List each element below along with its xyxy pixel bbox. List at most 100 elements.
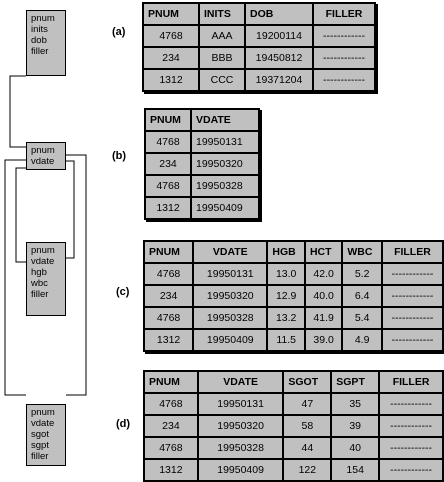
- connector-b-c: [66, 160, 75, 259]
- table-cell: 40: [331, 437, 380, 459]
- column-header: FILLER: [313, 3, 375, 25]
- table-row: 234 19950320 12.9 40.0 6.4 ------------: [144, 285, 443, 307]
- column-header: PNUM: [144, 241, 194, 263]
- table-cell: 122: [283, 459, 332, 481]
- entity-field: sgot: [31, 429, 49, 440]
- table-cell: 19950328: [197, 437, 284, 459]
- table-cell: 39.0: [304, 329, 343, 351]
- table-a-patient: PNUM INITS DOB FILLER 4768 AAA 19200114 …: [142, 2, 376, 92]
- entity-field: vdate: [31, 156, 55, 167]
- table-cell: 40.0: [304, 285, 343, 307]
- table-row: 4768 19950328 44 40 ------------: [144, 437, 443, 459]
- table-cell: 1312: [144, 459, 198, 481]
- table-cell: 19950320: [197, 415, 284, 437]
- entity-field: sgpt: [31, 440, 49, 451]
- table-cell: CCC: [199, 69, 245, 91]
- table-row: 4768 19950328 13.2 41.9 5.4 ------------: [144, 307, 443, 329]
- table-cell: 13.0: [267, 263, 305, 285]
- table-cell: 1312: [143, 69, 199, 91]
- column-header: FILLER: [381, 241, 443, 263]
- column-header: PNUM: [145, 109, 191, 131]
- table-cell: 4768: [145, 131, 191, 153]
- column-header: DOB: [245, 3, 313, 25]
- table-b-visit: PNUM VDATE 4768 19950131 234 19950320 47…: [144, 108, 260, 220]
- table-cell: 19950328: [191, 175, 259, 197]
- table-cell: 19950131: [197, 393, 284, 415]
- table-cell: 35: [331, 393, 380, 415]
- table-row: 4768 19950131: [145, 131, 259, 153]
- column-header: HCT: [304, 241, 343, 263]
- table-cell: 47: [283, 393, 332, 415]
- table-row: 4768 19950328: [145, 175, 259, 197]
- table-cell: 4768: [144, 307, 194, 329]
- table-cell: 4768: [144, 393, 198, 415]
- table-row: 4768 19950131 47 35 ------------: [144, 393, 443, 415]
- table-header-row: PNUM INITS DOB FILLER: [143, 3, 375, 25]
- table-cell: 12.9: [267, 285, 305, 307]
- entity-field: vdate: [31, 256, 55, 267]
- entity-field: filler: [31, 46, 49, 57]
- table-cell: 19371204: [245, 69, 313, 91]
- table-row: 1312 CCC 19371204 ------------: [143, 69, 375, 91]
- entity-box-patient: pnum inits dob filler: [26, 10, 66, 76]
- table-cell: 19950409: [193, 329, 268, 351]
- table-label-a: (a): [112, 26, 126, 38]
- table-cell: AAA: [199, 25, 245, 47]
- table-cell: 19950409: [197, 459, 284, 481]
- column-header: PNUM: [143, 3, 199, 25]
- table-cell: 234: [145, 153, 191, 175]
- entity-box-visit: pnum vdate: [26, 142, 66, 170]
- entity-field: pnum: [31, 145, 55, 156]
- table-cell: ------------: [381, 307, 443, 329]
- entity-field: inits: [31, 24, 48, 35]
- table-cell: 234: [144, 285, 194, 307]
- table-cell: 154: [331, 459, 380, 481]
- column-header: PNUM: [144, 371, 198, 393]
- table-cell: ------------: [379, 393, 443, 415]
- table-cell: 41.9: [304, 307, 343, 329]
- table-cell: ------------: [313, 47, 375, 69]
- table-row: 234 19950320: [145, 153, 259, 175]
- table-cell: 58: [283, 415, 332, 437]
- table-cell: 42.0: [304, 263, 343, 285]
- column-header: HGB: [267, 241, 305, 263]
- entity-field: filler: [31, 289, 49, 300]
- table-header-row: PNUM VDATE SGOT SGPT FILLER: [144, 371, 443, 393]
- table-cell: 4768: [145, 175, 191, 197]
- table-cell: ------------: [313, 69, 375, 91]
- table-cell: 6.4: [342, 285, 382, 307]
- table-d-chemistry: PNUM VDATE SGOT SGPT FILLER 4768 1995013…: [143, 370, 444, 482]
- entity-field: dob: [31, 35, 47, 46]
- table-cell: 1312: [145, 197, 191, 219]
- table-row: 234 19950320 58 39 ------------: [144, 415, 443, 437]
- table-cell: 44: [283, 437, 332, 459]
- table-cell: 19950131: [191, 131, 259, 153]
- table-row: 4768 19950131 13.0 42.0 5.2 ------------: [144, 263, 443, 285]
- table-cell: 19950409: [191, 197, 259, 219]
- entity-field: wbc: [31, 278, 48, 289]
- table-row: 1312 19950409 11.5 39.0 4.9 ------------: [144, 329, 443, 351]
- entity-box-hematology: pnum vdate hgb wbc filler: [26, 242, 66, 316]
- entity-field: pnum: [31, 245, 55, 256]
- connector-c-d: [15, 167, 26, 263]
- table-cell: 19950328: [193, 307, 268, 329]
- table-cell: 234: [144, 415, 198, 437]
- table-cell: 4.9: [342, 329, 382, 351]
- table-cell: 19950320: [191, 153, 259, 175]
- column-header: WBC: [342, 241, 382, 263]
- table-cell: 234: [143, 47, 199, 69]
- entity-field: pnum: [31, 13, 55, 24]
- connector-b-d: [66, 154, 87, 396]
- column-header: FILLER: [379, 371, 443, 393]
- table-cell: ------------: [381, 285, 443, 307]
- entity-box-chemistry: pnum vdate sgot sgpt filler: [26, 404, 66, 466]
- table-cell: 5.4: [342, 307, 382, 329]
- table-cell: ------------: [313, 25, 375, 47]
- table-row: 4768 AAA 19200114 ------------: [143, 25, 375, 47]
- table-label-d: (d): [116, 418, 131, 430]
- table-row: 1312 19950409 122 154 ------------: [144, 459, 443, 481]
- table-cell: 11.5: [267, 329, 305, 351]
- entity-field: pnum: [31, 407, 55, 418]
- table-cell: 19450812: [245, 47, 313, 69]
- table-cell: ------------: [379, 459, 443, 481]
